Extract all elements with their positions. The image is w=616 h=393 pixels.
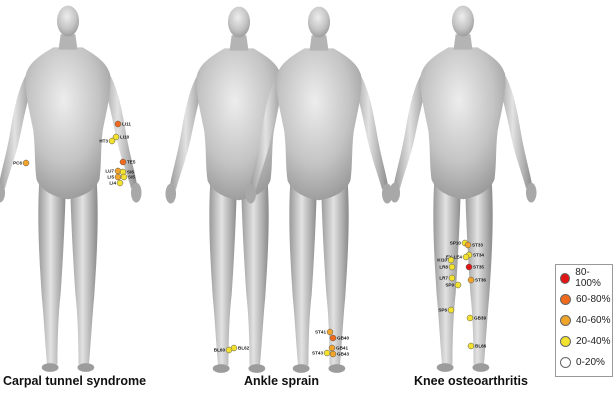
acupoint-label: GB40 xyxy=(337,336,349,341)
legend-label: 20-40% xyxy=(576,336,610,347)
caption-ankle-sprain: Ankle sprain xyxy=(244,374,319,388)
acupoint-label: HT3 xyxy=(99,139,108,144)
acupoint-label: ST43 xyxy=(312,351,323,356)
legend-label: 80-100% xyxy=(575,267,612,289)
acupoint-label: GB43 xyxy=(337,352,349,357)
legend-label: 40-60% xyxy=(576,315,610,326)
acupoint-label: ST41 xyxy=(315,330,326,335)
legend-swatch xyxy=(560,357,571,368)
acupoint-label: BL62 xyxy=(238,346,250,351)
acupoint-label: LI10 xyxy=(120,135,130,140)
legend-item: 60-80% xyxy=(560,291,610,307)
acupoint-label: ST35 xyxy=(473,265,484,270)
acupoint-label: LI4 xyxy=(109,181,116,186)
acupoint-label: LI5 xyxy=(107,175,114,180)
acupoint-marker xyxy=(23,160,29,166)
legend-item: 0-20% xyxy=(560,354,605,370)
acupoint-marker xyxy=(449,275,455,281)
legend-item: 40-60% xyxy=(560,312,610,328)
acupoint-label: LI11 xyxy=(122,122,131,127)
acupoint-marker xyxy=(465,242,471,248)
acupoint-marker xyxy=(109,138,115,144)
acupoint-marker xyxy=(448,257,454,263)
legend-label: 0-20% xyxy=(576,357,605,368)
acupoint-marker xyxy=(324,350,330,356)
legend-item: 20-40% xyxy=(560,333,610,349)
legend-item: 80-100% xyxy=(560,270,612,286)
acupoint-label: SP6 xyxy=(438,308,447,313)
legend: 80-100% 60-80% 40-60% 20-40% 0-20% xyxy=(555,264,613,377)
acupoint-label: LR7 xyxy=(439,276,448,281)
legend-swatch xyxy=(560,315,571,326)
acupoint-label: SP9 xyxy=(445,283,454,288)
acupoint-label: GB41 xyxy=(336,346,348,351)
acupoint-label: ST34 xyxy=(473,253,484,258)
acupoint-marker xyxy=(467,315,473,321)
acupoint-label: SI5 xyxy=(128,175,135,180)
acupoint-marker xyxy=(120,159,126,165)
legend-swatch xyxy=(560,294,571,305)
acupoint-marker xyxy=(226,347,232,353)
acupoint-marker xyxy=(448,307,454,313)
legend-swatch xyxy=(560,336,571,347)
legend-label: 60-80% xyxy=(576,294,610,305)
acupoint-label: BL66 xyxy=(475,344,487,349)
acupoint-marker xyxy=(449,264,455,270)
acupoint-label: LU7 xyxy=(105,169,114,174)
acupoint-label: ST36 xyxy=(475,278,486,283)
acupoint-marker xyxy=(468,277,474,283)
acupoint-marker xyxy=(463,254,469,260)
acupoint-marker xyxy=(455,282,461,288)
acupoint-marker xyxy=(468,343,474,349)
caption-carpal-tunnel: Carpal tunnel syndrome xyxy=(3,374,146,388)
acupoint-label: PC6 xyxy=(13,161,22,166)
acupoint-marker xyxy=(117,180,123,186)
acupoint-label: SP10 xyxy=(450,241,462,246)
acupoint-label: BL60 xyxy=(214,348,226,353)
acupoint-marker xyxy=(115,174,121,180)
acupoint-label: LR8 xyxy=(439,265,448,270)
acupoint-marker xyxy=(330,335,336,341)
acupoint-marker xyxy=(330,351,336,357)
caption-knee-osteoarthritis: Knee osteoarthritis xyxy=(414,374,528,388)
acupoint-marker xyxy=(115,121,121,127)
acupoint-label: TE5 xyxy=(127,160,136,165)
acupoint-marker xyxy=(329,345,335,351)
acupoint-marker xyxy=(121,174,127,180)
acupoint-marker xyxy=(327,329,333,335)
legend-swatch xyxy=(560,273,570,284)
acupoint-label: KI10 xyxy=(437,258,447,263)
acupoint-label: GB39 xyxy=(474,316,486,321)
acupoint-marker xyxy=(466,264,472,270)
acupoint-label: ST33 xyxy=(472,243,483,248)
